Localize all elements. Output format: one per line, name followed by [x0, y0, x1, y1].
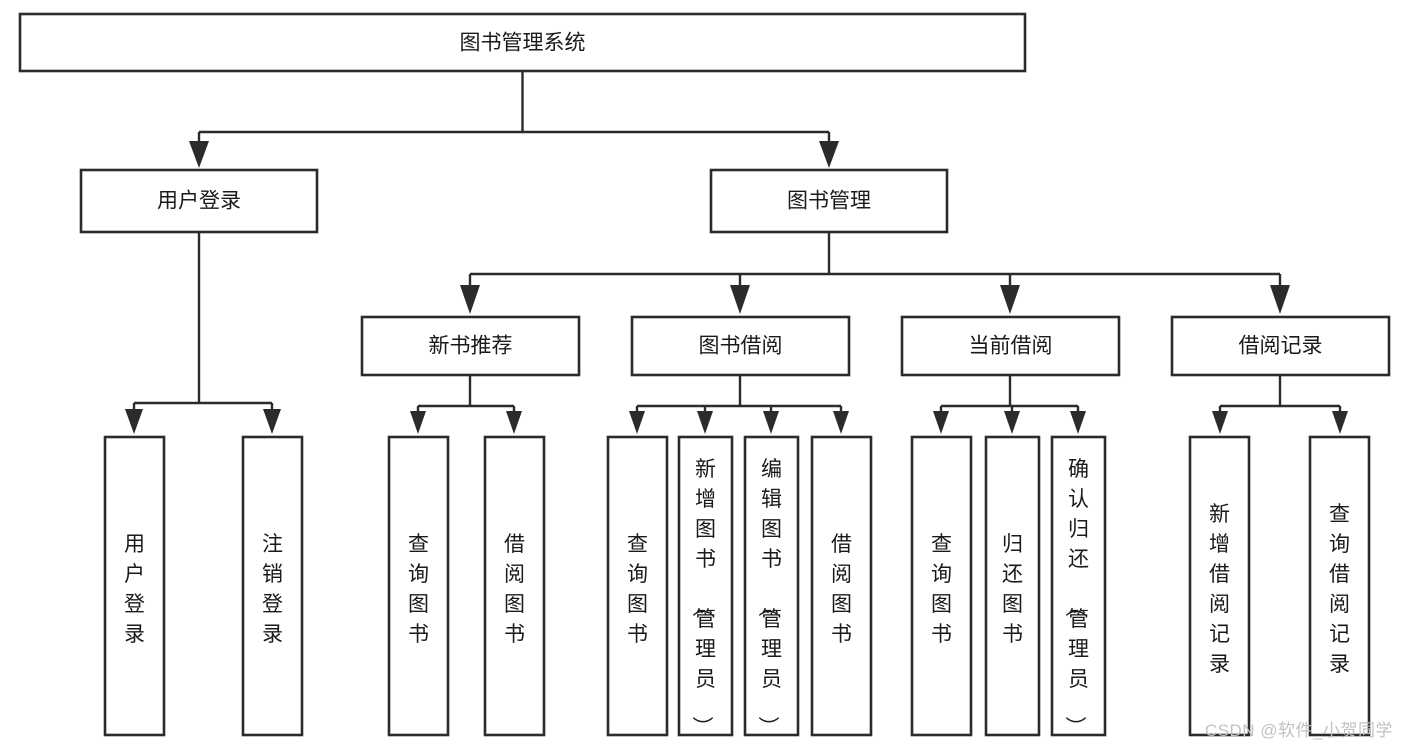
node-leaf-logout[interactable]: [241, 435, 304, 737]
arrow-head-leaf-add-book: [697, 411, 713, 434]
node-leaf-return-book-label: 归还图书: [1002, 533, 1023, 646]
node-leaf-add-record-label: 新增借阅记录: [1209, 503, 1230, 676]
node-leaf-edit-book-box[interactable]: [743, 435, 800, 737]
node-book-borrow[interactable]: 图书借阅: [630, 315, 851, 377]
arrow-head-borrow-record: [1270, 285, 1290, 314]
arrow-head-leaf-logout: [263, 409, 281, 434]
arrow-head-new-book-rec: [460, 285, 480, 314]
node-leaf-query-book-2-label: 查询图书: [627, 533, 648, 646]
node-leaf-query-book-3[interactable]: [910, 435, 973, 737]
node-leaf-confirm-return-box[interactable]: [1050, 435, 1107, 737]
node-user-login[interactable]: 用户登录: [79, 168, 319, 234]
node-borrow-record[interactable]: 借阅记录: [1170, 315, 1391, 377]
node-root-label: 图书管理系统: [460, 32, 586, 55]
node-borrow-record-box[interactable]: [1170, 315, 1391, 377]
node-leaf-query-record-box[interactable]: [1308, 435, 1371, 737]
node-leaf-borrow-book-1-label: 借阅图书: [504, 533, 525, 646]
node-leaf-user-login-box[interactable]: [103, 435, 166, 737]
node-root[interactable]: 图书管理系统: [18, 12, 1027, 73]
node-leaf-add-record-box[interactable]: [1188, 435, 1251, 737]
node-leaf-borrow-book-2-box[interactable]: [810, 435, 873, 737]
node-leaf-edit-book-label: 编辑图书（管理员）: [756, 458, 782, 737]
node-leaf-borrow-book-1[interactable]: [483, 435, 546, 737]
node-current-borrow[interactable]: 当前借阅: [900, 315, 1121, 377]
node-current-borrow-label: 当前借阅: [969, 335, 1053, 358]
node-new-book-rec-label: 新书推荐: [429, 335, 513, 358]
node-leaf-query-book-2-box[interactable]: [606, 435, 669, 737]
node-book-manage-box[interactable]: [709, 168, 949, 234]
node-current-borrow-box[interactable]: [900, 315, 1121, 377]
node-borrow-record-label: 借阅记录: [1239, 335, 1323, 358]
node-leaf-query-book-1-label: 查询图书: [408, 533, 429, 646]
node-leaf-borrow-book-2-label: 借阅图书: [831, 533, 852, 646]
node-leaf-user-login-label: 用户登录: [124, 533, 145, 646]
node-leaf-query-book-3-label: 查询图书: [931, 533, 952, 646]
node-root-box[interactable]: [18, 12, 1027, 73]
node-leaf-confirm-return-label: 确认归还（管理员）: [1063, 458, 1089, 737]
arrow-head-user-login: [189, 141, 209, 168]
node-leaf-query-book-3-box[interactable]: [910, 435, 973, 737]
node-book-borrow-box[interactable]: [630, 315, 851, 377]
arrow-head-current-borrow: [1000, 285, 1020, 314]
arrow-head-leaf-return-book: [1004, 411, 1020, 434]
node-leaf-query-record[interactable]: [1308, 435, 1371, 737]
arrow-head-leaf-edit-book: [763, 411, 779, 434]
node-new-book-rec[interactable]: 新书推荐: [360, 315, 581, 377]
node-leaf-add-record[interactable]: [1188, 435, 1251, 737]
node-leaf-confirm-return[interactable]: [1050, 435, 1107, 737]
node-book-manage-label: 图书管理: [787, 190, 871, 213]
node-leaf-borrow-book-2[interactable]: [810, 435, 873, 737]
node-book-manage[interactable]: 图书管理: [709, 168, 949, 234]
node-leaf-add-book-label: 新增图书（管理员）: [690, 458, 716, 737]
node-leaf-borrow-book-1-box[interactable]: [483, 435, 546, 737]
node-leaf-logout-label: 注销登录: [262, 533, 283, 646]
arrow-head-leaf-query-book-3: [933, 411, 949, 434]
arrow-head-leaf-query-record: [1332, 411, 1348, 434]
node-new-book-rec-box[interactable]: [360, 315, 581, 377]
vertical-label-layer: 用户登录 注销登录 查询图书 借阅图书 查询图书 新增图书（管理员） 编辑图书（管理员） 借阅…: [124, 458, 1350, 737]
node-leaf-edit-book[interactable]: [743, 435, 800, 737]
node-leaf-user-login[interactable]: [103, 435, 166, 737]
node-layer: 图书管理系统 用户登录 图书管理 新书推荐 图书借阅 当前: [18, 12, 1391, 737]
node-leaf-return-book-box[interactable]: [984, 435, 1041, 737]
node-book-borrow-label: 图书借阅: [699, 335, 783, 358]
node-leaf-query-book-1-box[interactable]: [387, 435, 450, 737]
node-leaf-add-book-box[interactable]: [677, 435, 734, 737]
node-leaf-query-book-2[interactable]: [606, 435, 669, 737]
arrow-head-leaf-borrow-book-1: [506, 411, 522, 434]
connector-layer: [125, 71, 1348, 434]
arrow-head-leaf-borrow-book-2: [833, 411, 849, 434]
node-leaf-add-book[interactable]: [677, 435, 734, 737]
arrow-head-leaf-query-book-1: [410, 411, 426, 434]
node-user-login-box[interactable]: [79, 168, 319, 234]
node-leaf-return-book[interactable]: [984, 435, 1041, 737]
node-leaf-query-record-label: 查询借阅记录: [1329, 503, 1350, 676]
node-leaf-query-book-1[interactable]: [387, 435, 450, 737]
arrow-head-leaf-user-login: [125, 409, 143, 434]
node-user-login-label: 用户登录: [157, 190, 241, 213]
node-leaf-logout-box[interactable]: [241, 435, 304, 737]
arrow-head-leaf-add-record: [1212, 411, 1228, 434]
arrow-head-book-manage: [819, 141, 839, 168]
arrow-head-book-borrow: [730, 285, 750, 314]
arrow-head-leaf-confirm-return: [1070, 411, 1086, 434]
arrow-head-leaf-query-book-2: [629, 411, 645, 434]
